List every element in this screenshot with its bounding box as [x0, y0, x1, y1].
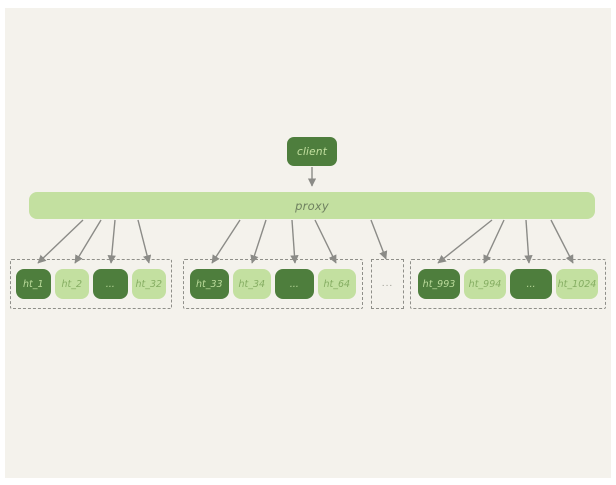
proxy-node: proxy [29, 192, 595, 219]
host-node: ... [93, 269, 128, 299]
proxy-label: proxy [295, 198, 329, 213]
host-node: ht_64 [317, 269, 356, 299]
ellipsis-group-placeholder: ... [371, 259, 404, 309]
diagram-background [5, 8, 611, 478]
host-node: ht_993 [418, 269, 460, 299]
host-node: ht_33 [190, 269, 229, 299]
host-node: ht_2 [54, 269, 89, 299]
client-label: client [296, 145, 328, 158]
host-node: ht_34 [232, 269, 271, 299]
host-node: ht_994 [464, 269, 506, 299]
host-node: ht_1 [16, 269, 51, 299]
host-node: ... [510, 269, 552, 299]
host-node: ht_32 [131, 269, 166, 299]
client-node: client [287, 137, 337, 166]
host-node: ht_1024 [556, 269, 598, 299]
host-node: ... [275, 269, 314, 299]
ellipsis-label: ... [381, 279, 394, 289]
